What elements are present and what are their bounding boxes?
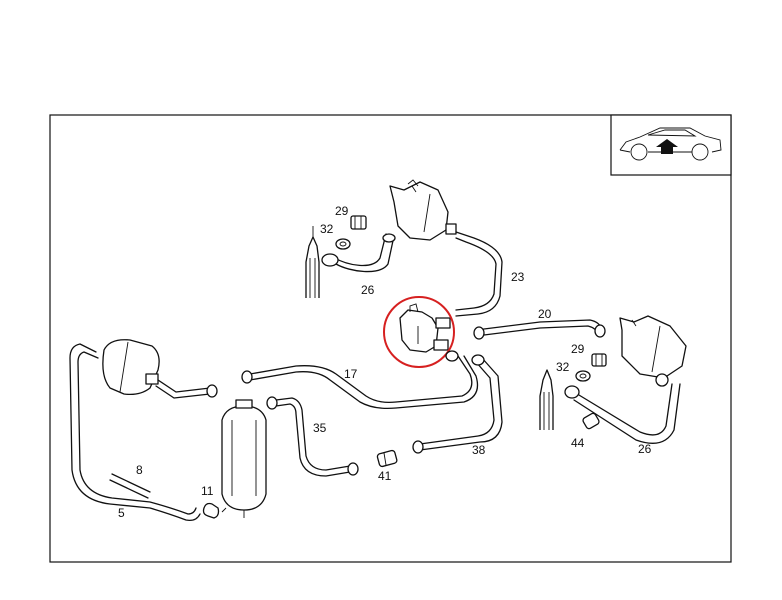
car-orientation-inset (610, 114, 732, 176)
label-38: 38 (472, 443, 486, 457)
label-8: 8 (136, 463, 143, 477)
part-32-seal-right (575, 370, 591, 382)
part-29-fitting-right (591, 353, 607, 367)
part-29-fitting-upper (350, 215, 367, 230)
fuel-distributor-upper (389, 179, 457, 241)
part-41-connector (376, 449, 398, 468)
label-11: 11 (201, 484, 214, 498)
label-29-upper: 29 (335, 204, 349, 218)
label-44: 44 (571, 436, 585, 450)
part-11-clip (202, 502, 220, 519)
label-32-upper: 32 (320, 222, 334, 236)
part-38-line (412, 354, 503, 454)
fuel-accumulator (102, 339, 160, 396)
label-41: 41 (378, 469, 392, 483)
label-20: 20 (538, 307, 552, 321)
label-23: 23 (511, 270, 525, 284)
part-23-line (455, 231, 503, 317)
highlight-circle (383, 296, 455, 368)
fuel-pump (221, 399, 267, 518)
diagram-frame (49, 114, 732, 563)
injector-right (539, 369, 554, 430)
accumulator-outlet-line (155, 379, 218, 399)
part-44-plug (582, 412, 600, 430)
label-29-right: 29 (571, 342, 585, 356)
part-labels: 29 32 26 23 20 17 35 38 41 44 29 32 26 8… (118, 204, 652, 520)
car-front-direction-arrow-icon (619, 127, 722, 161)
part-17-line (241, 350, 479, 410)
label-17: 17 (344, 367, 358, 381)
part-35-line (266, 396, 359, 477)
part-20-line (473, 319, 606, 340)
part-32-seal-upper (335, 238, 351, 250)
label-32-right: 32 (556, 360, 570, 374)
part-8-hose-piece (109, 473, 151, 499)
part-26-hose-right (564, 383, 681, 444)
label-5: 5 (118, 506, 125, 520)
fuel-distributor-right (619, 315, 687, 387)
label-26-right: 26 (638, 442, 652, 456)
label-35: 35 (313, 421, 327, 435)
part-5-hose (69, 343, 201, 522)
injector-left (305, 226, 320, 298)
warm-up-regulator (399, 303, 451, 353)
label-26-upper: 26 (361, 283, 375, 297)
part-26-hose-upper (321, 233, 396, 273)
